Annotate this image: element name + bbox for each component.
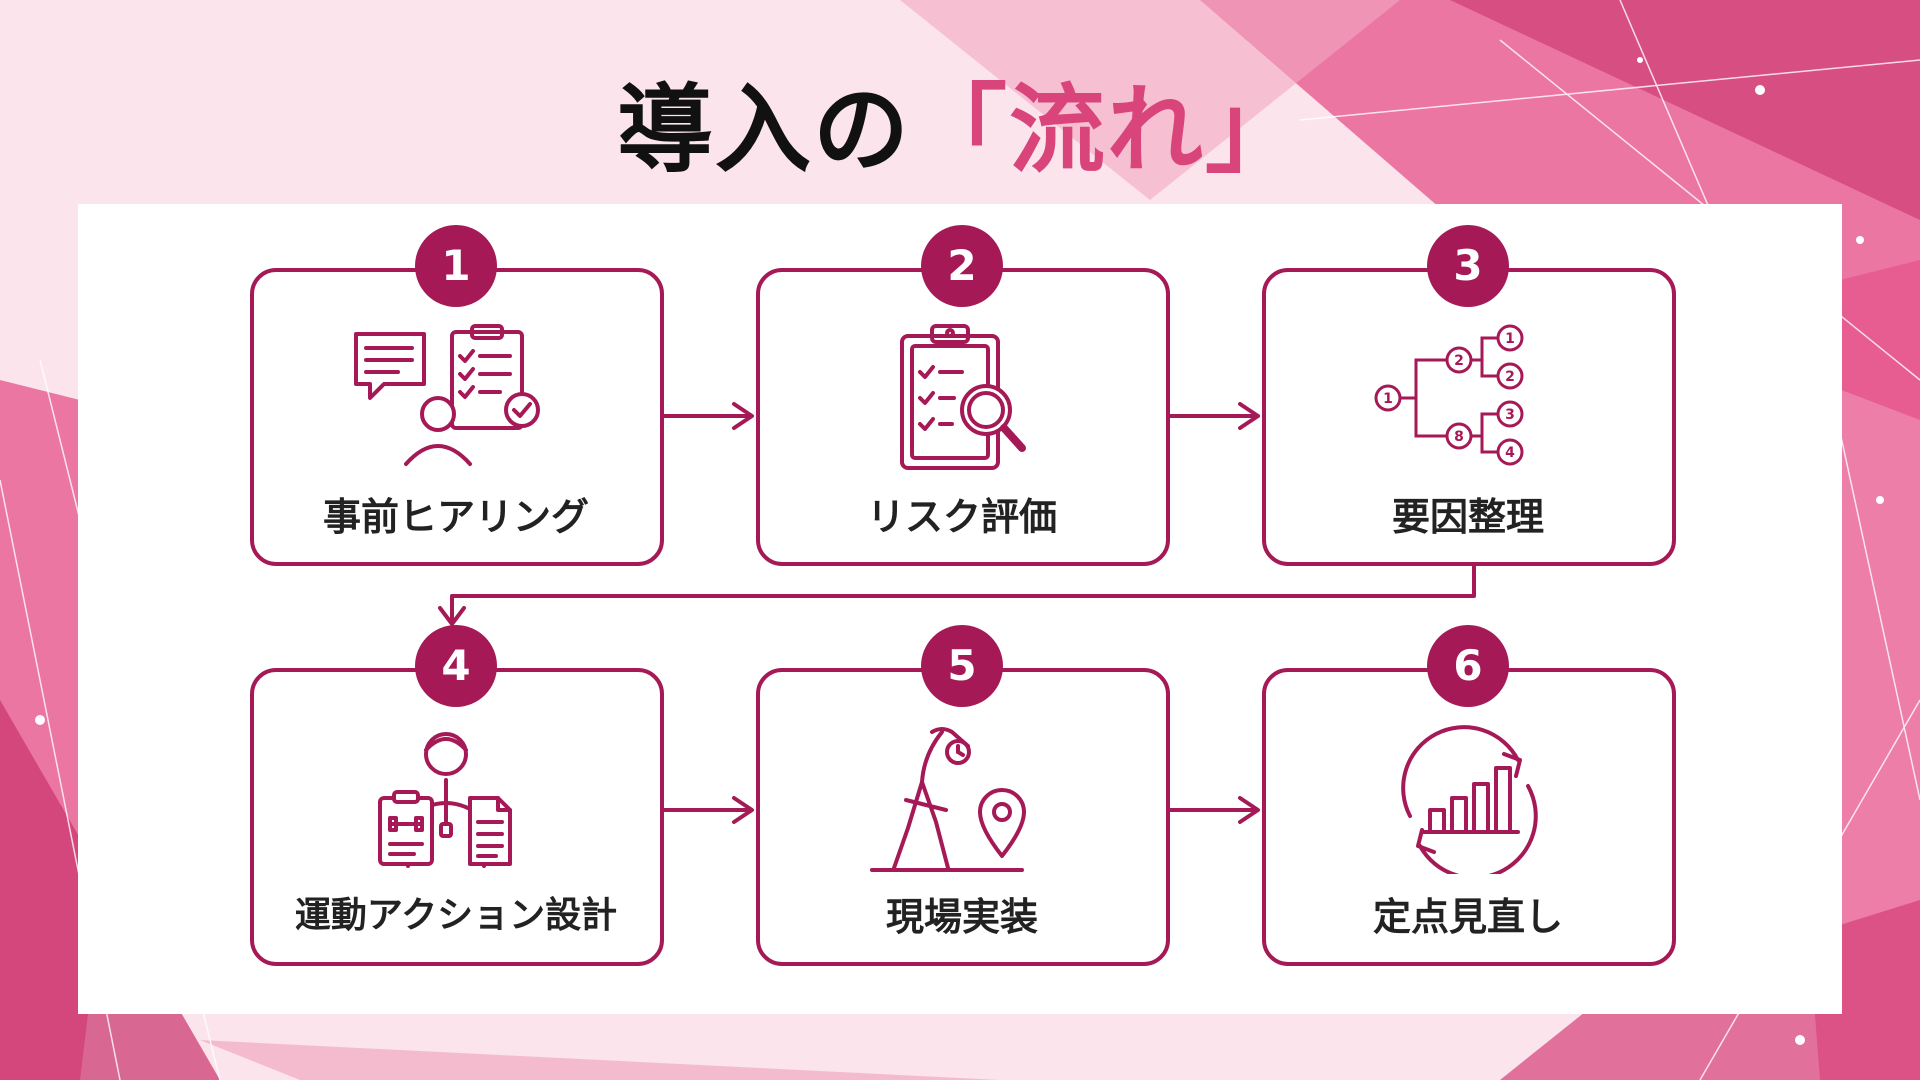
step-2-badge: 2: [921, 225, 1003, 307]
step-5-label: 現場実装: [885, 895, 1038, 939]
interview-checklist-icon: [354, 324, 540, 466]
stretch-location-icon: [870, 727, 1026, 872]
step-1-badge: 1: [415, 225, 497, 307]
step-3-label: 要因整理: [1391, 495, 1544, 539]
clipboard-magnifier-icon: [900, 324, 1026, 470]
step-4-badge: 4: [415, 625, 497, 707]
step-6-badge: 6: [1427, 625, 1509, 707]
step-6-box: [1262, 668, 1676, 966]
trainer-plan-icon: [378, 732, 512, 868]
step-2: 2 リスク評価: [756, 225, 1170, 566]
step-6: 6 定点見直し: [1262, 625, 1676, 966]
step-3-badge: 3: [1427, 225, 1509, 307]
title-prefix: 導入の: [617, 74, 911, 186]
step-6-label: 定点見直し: [1372, 895, 1563, 939]
step-3: 3 1 2 8 1 2 3 4 要因整理: [1262, 225, 1676, 566]
step-4-label: 運動アクション設計: [294, 895, 618, 936]
tree-node-leaf-3: 3: [1505, 407, 1515, 423]
tree-node-leaf-1: 1: [1505, 331, 1515, 347]
step-1-box: [250, 268, 664, 566]
step-5-badge: 5: [921, 625, 1003, 707]
tree-node-branch-a: 2: [1454, 353, 1464, 369]
page-title: 導入の「流れ」: [0, 52, 1920, 191]
cycle-chart-icon: [1401, 725, 1538, 874]
tree-node-leaf-4: 4: [1505, 445, 1515, 461]
tree-node-root: 1: [1383, 391, 1393, 407]
tree-node-branch-b: 8: [1454, 429, 1464, 445]
step-5: 5 現場実装: [756, 625, 1170, 966]
step-1: 1 事前ヒアリング: [250, 225, 664, 566]
step-1-label: 事前ヒアリング: [322, 495, 589, 539]
step-2-label: リスク評価: [866, 495, 1057, 539]
tree-node-leaf-2: 2: [1505, 369, 1515, 385]
title-highlight: 「流れ」: [911, 74, 1303, 186]
factor-tree-icon: 1 2 8 1 2 3 4: [1374, 324, 1524, 466]
step-4: 4 運動アクション設計: [250, 625, 664, 966]
